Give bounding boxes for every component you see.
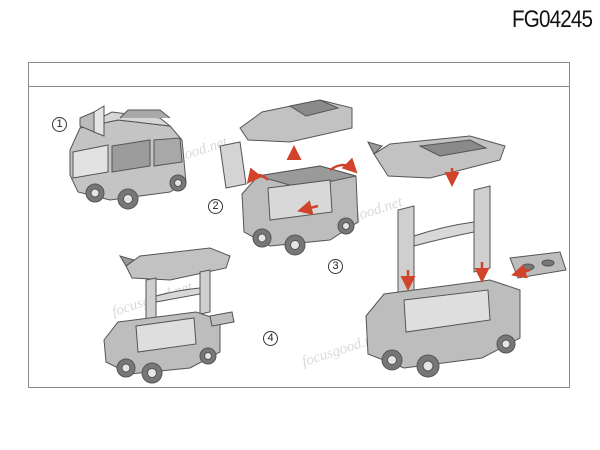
van-assembled-illustration — [103, 247, 235, 384]
step-3-arrows — [400, 168, 531, 291]
step-2-arrows — [246, 145, 358, 215]
van-open-illustration — [241, 165, 359, 256]
van-step3-illustration — [365, 279, 521, 378]
loudspeaker-icon — [79, 105, 105, 137]
product-code: FG04245 — [511, 6, 593, 33]
panel-header-band — [29, 63, 569, 87]
step-4-badge: 4 — [263, 331, 278, 346]
pillar-frame — [397, 185, 491, 295]
step-3-badge: 3 — [328, 259, 343, 274]
van-closed-illustration — [69, 109, 187, 210]
roof-piece-step3 — [367, 135, 506, 179]
side-panel-left — [219, 141, 247, 189]
step-1-badge: 1 — [52, 117, 67, 132]
step-2-badge: 2 — [208, 199, 223, 214]
roof-piece-top — [239, 99, 353, 143]
